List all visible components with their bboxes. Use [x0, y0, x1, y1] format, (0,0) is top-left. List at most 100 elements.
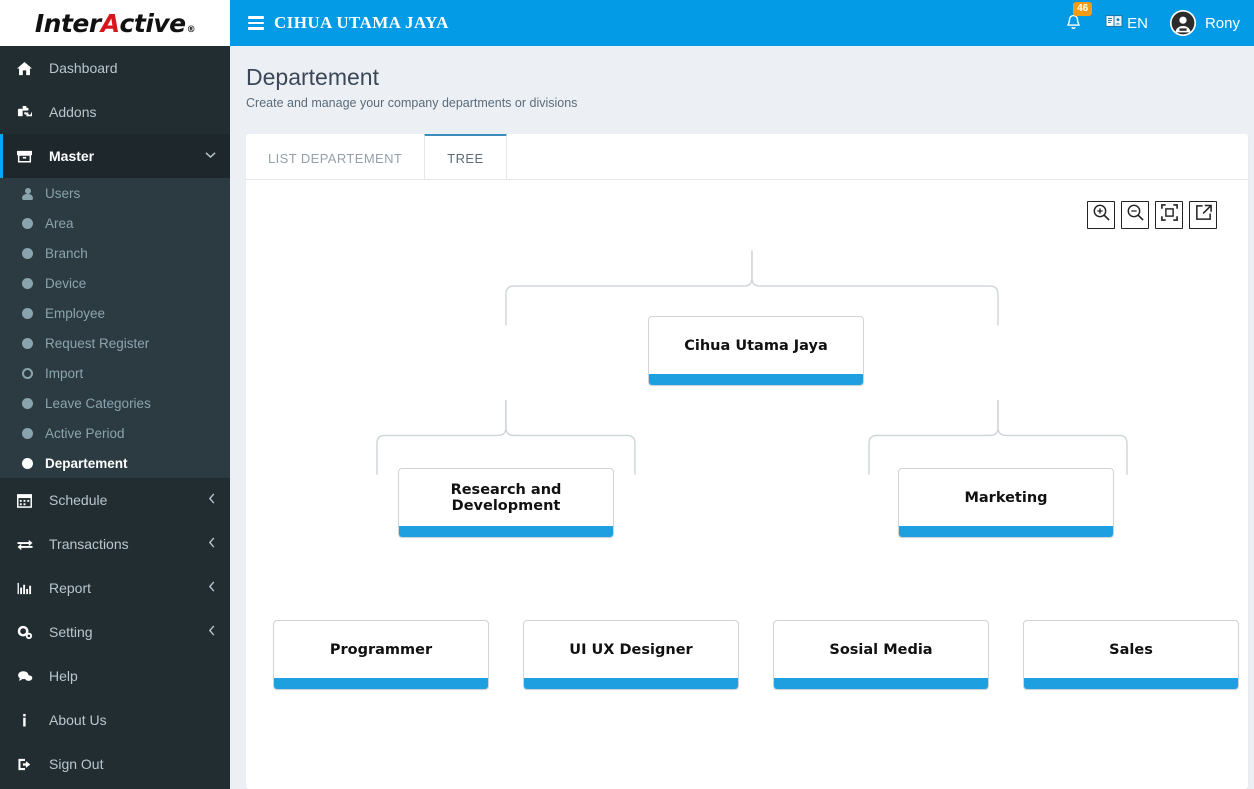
chevron-left-icon [208, 537, 216, 551]
circle-outline-icon [22, 367, 33, 379]
page-subtitle: Create and manage your company departmen… [246, 96, 578, 110]
sidebar-label: Transactions [49, 536, 129, 552]
zoom-out-button[interactable] [1121, 201, 1149, 229]
page-header: Departement Create and manage your compa… [230, 46, 1254, 120]
sidebar-label: Report [49, 580, 92, 596]
org-node-accent-bar [774, 678, 988, 689]
org-node-label: Sales [1109, 641, 1153, 658]
company-title: CIHUA UTAMA JAYA [274, 13, 449, 32]
language-switcher[interactable]: EN [1105, 13, 1148, 33]
sidebar-item-users[interactable]: Users [0, 178, 230, 208]
exchange-icon [17, 537, 39, 552]
org-node-root[interactable]: Cihua Utama Jaya [648, 316, 864, 386]
sidebar-label: About Us [49, 712, 107, 728]
org-node-marketing[interactable]: Marketing [898, 468, 1114, 538]
chart-toolbar [1087, 201, 1217, 229]
sidebar-item-area[interactable]: Area [0, 208, 230, 238]
org-node-label: Sosial Media [829, 641, 933, 658]
dot-icon [22, 397, 33, 409]
sidebar-item-setting[interactable]: Setting [0, 610, 230, 654]
sidebar-item-schedule[interactable]: Schedule [0, 478, 230, 522]
top-bar-actions: 46 EN [1064, 1, 1240, 38]
sidebar-item-sign-out[interactable]: Sign Out [0, 742, 230, 786]
hamburger-icon[interactable] [248, 16, 264, 30]
notification-badge: 46 [1073, 1, 1093, 16]
org-node-programmer[interactable]: Programmer [273, 620, 489, 690]
org-node-sales[interactable]: Sales [1023, 620, 1239, 690]
tab-list-departement[interactable]: LIST DEPARTEMENT [246, 134, 425, 179]
org-node-accent-bar [399, 526, 613, 537]
org-node-research-and-development[interactable]: Research and Development [398, 468, 614, 538]
fit-screen-button[interactable] [1155, 201, 1183, 229]
sidebar-menu: Dashboard Addons Master [0, 46, 230, 789]
org-node-label: Marketing [964, 489, 1048, 506]
main-content: CIHUA UTAMA JAYA 46 EN [230, 0, 1254, 789]
sidebar-item-branch[interactable]: Branch [0, 238, 230, 268]
logo-registered-mark: ® [186, 24, 196, 35]
org-node-accent-bar [274, 678, 488, 689]
dot-icon [22, 457, 33, 469]
sidebar-label: Master [49, 148, 95, 164]
sidebar-item-master[interactable]: Master [0, 134, 230, 178]
logo-part-a: A [100, 8, 120, 38]
sidebar-sub-label: Device [45, 275, 87, 291]
sidebar-item-departement[interactable]: Departement [0, 448, 230, 478]
sidebar-item-import[interactable]: Import [0, 358, 230, 388]
sidebar-label: Help [49, 668, 78, 684]
sidebar-item-request-register[interactable]: Request Register [0, 328, 230, 358]
sidebar-label: Schedule [49, 492, 108, 508]
dot-icon [22, 247, 33, 259]
home-icon [17, 61, 39, 76]
org-node-label: Cihua Utama Jaya [684, 337, 828, 354]
notifications-button[interactable]: 46 [1064, 1, 1093, 38]
person-icon [22, 187, 33, 200]
sidebar-item-active-period[interactable]: Active Period [0, 418, 230, 448]
user-menu[interactable]: Rony [1169, 10, 1240, 36]
org-node-accent-bar [524, 678, 738, 689]
org-node-accent-bar [649, 374, 863, 385]
user-name: Rony [1204, 14, 1240, 32]
zoom-in-button[interactable] [1087, 201, 1115, 229]
top-bar: CIHUA UTAMA JAYA 46 EN [230, 0, 1254, 46]
sidebar-submenu-master: Users Area Branch Device Employee [0, 178, 230, 478]
org-node-label: Research and Development [450, 481, 562, 514]
export-button[interactable] [1189, 201, 1217, 229]
flag-icon [1105, 13, 1123, 33]
comments-icon [17, 669, 39, 684]
logo-part-ctive: ctive [119, 8, 187, 38]
sidebar-item-device[interactable]: Device [0, 268, 230, 298]
external-link-icon [1194, 203, 1213, 227]
sidebar-sub-label: Leave Categories [45, 395, 151, 411]
tab-tree[interactable]: TREE [424, 134, 507, 179]
sidebar-sub-label: Branch [45, 245, 88, 261]
sidebar-item-dashboard[interactable]: Dashboard [0, 46, 230, 90]
puzzle-icon [17, 105, 39, 120]
language-label: EN [1127, 14, 1148, 32]
sidebar-item-employee[interactable]: Employee [0, 298, 230, 328]
org-node-label: UI UX Designer [569, 641, 693, 658]
dot-icon [22, 337, 33, 349]
sidebar-sub-label: Employee [45, 305, 106, 321]
content-card: LIST DEPARTEMENT TREE [246, 134, 1248, 789]
sidebar-item-report[interactable]: Report [0, 566, 230, 610]
bell-icon [1064, 13, 1083, 38]
sidebar-item-transactions[interactable]: Transactions [0, 522, 230, 566]
chevron-left-icon [208, 625, 216, 639]
org-node-sosial-media[interactable]: Sosial Media [773, 620, 989, 690]
org-node-ui-ux-designer[interactable]: UI UX Designer [523, 620, 739, 690]
sidebar-item-addons[interactable]: Addons [0, 90, 230, 134]
org-node-accent-bar [1024, 678, 1238, 689]
dot-icon [22, 217, 33, 229]
sidebar-label: Sign Out [49, 756, 104, 772]
sidebar-item-help[interactable]: Help [0, 654, 230, 698]
avatar [1169, 10, 1196, 36]
gears-icon [17, 625, 39, 640]
sidebar-label: Setting [49, 624, 93, 640]
chevron-left-icon [208, 493, 216, 507]
sidebar-sub-label: Area [45, 215, 74, 231]
sidebar-item-leave-categories[interactable]: Leave Categories [0, 388, 230, 418]
dot-icon [22, 427, 33, 439]
sidebar-item-about-us[interactable]: About Us [0, 698, 230, 742]
